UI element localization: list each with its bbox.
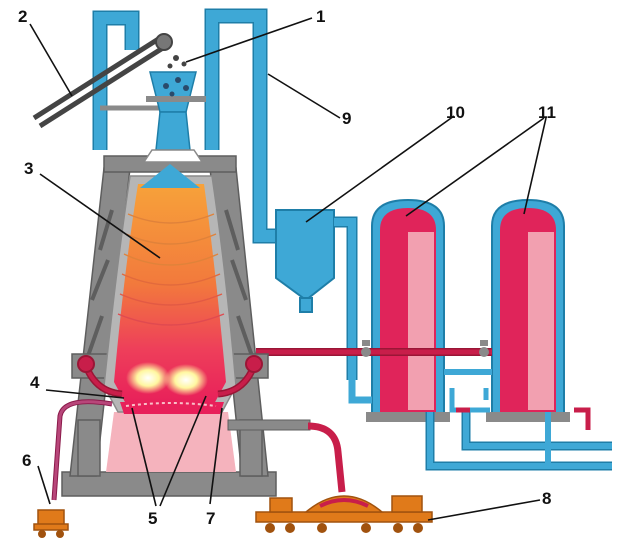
charging-hopper xyxy=(142,55,206,163)
hot-blast-main xyxy=(256,340,492,357)
hot-blast-stoves xyxy=(366,198,570,422)
label-dust-catcher: 10 xyxy=(446,103,465,122)
leader-lines xyxy=(29,17,547,521)
slag-ladle xyxy=(33,509,69,538)
gas-uptake-pipes xyxy=(92,8,290,244)
bustle-pipe xyxy=(77,355,263,398)
label-iron-taphole: 7 xyxy=(206,509,215,528)
lower-pipework xyxy=(348,369,612,471)
label-slag-hearth: 5 xyxy=(148,509,157,528)
label-tuyere-zone: 4 xyxy=(30,373,40,392)
label-hot-blast-stoves: 11 xyxy=(538,103,556,122)
skip-hoist xyxy=(32,33,173,129)
dust-catcher xyxy=(275,209,358,380)
hearth xyxy=(106,412,236,472)
iron-ladle-car xyxy=(255,495,433,533)
label-charging-hopper: 1 xyxy=(316,7,325,26)
slag-runner xyxy=(51,399,113,501)
label-slag-ladle: 6 xyxy=(22,451,31,470)
iron-runner xyxy=(227,419,346,493)
part-labels: 1 2 3 4 5 6 7 8 9 10 11 xyxy=(18,7,556,528)
furnace-shaft xyxy=(103,164,237,414)
label-skip-hoist: 2 xyxy=(18,7,27,26)
label-iron-ladle-car: 8 xyxy=(542,489,551,508)
label-gas-uptake: 9 xyxy=(342,109,351,128)
label-furnace-shaft: 3 xyxy=(24,159,33,178)
